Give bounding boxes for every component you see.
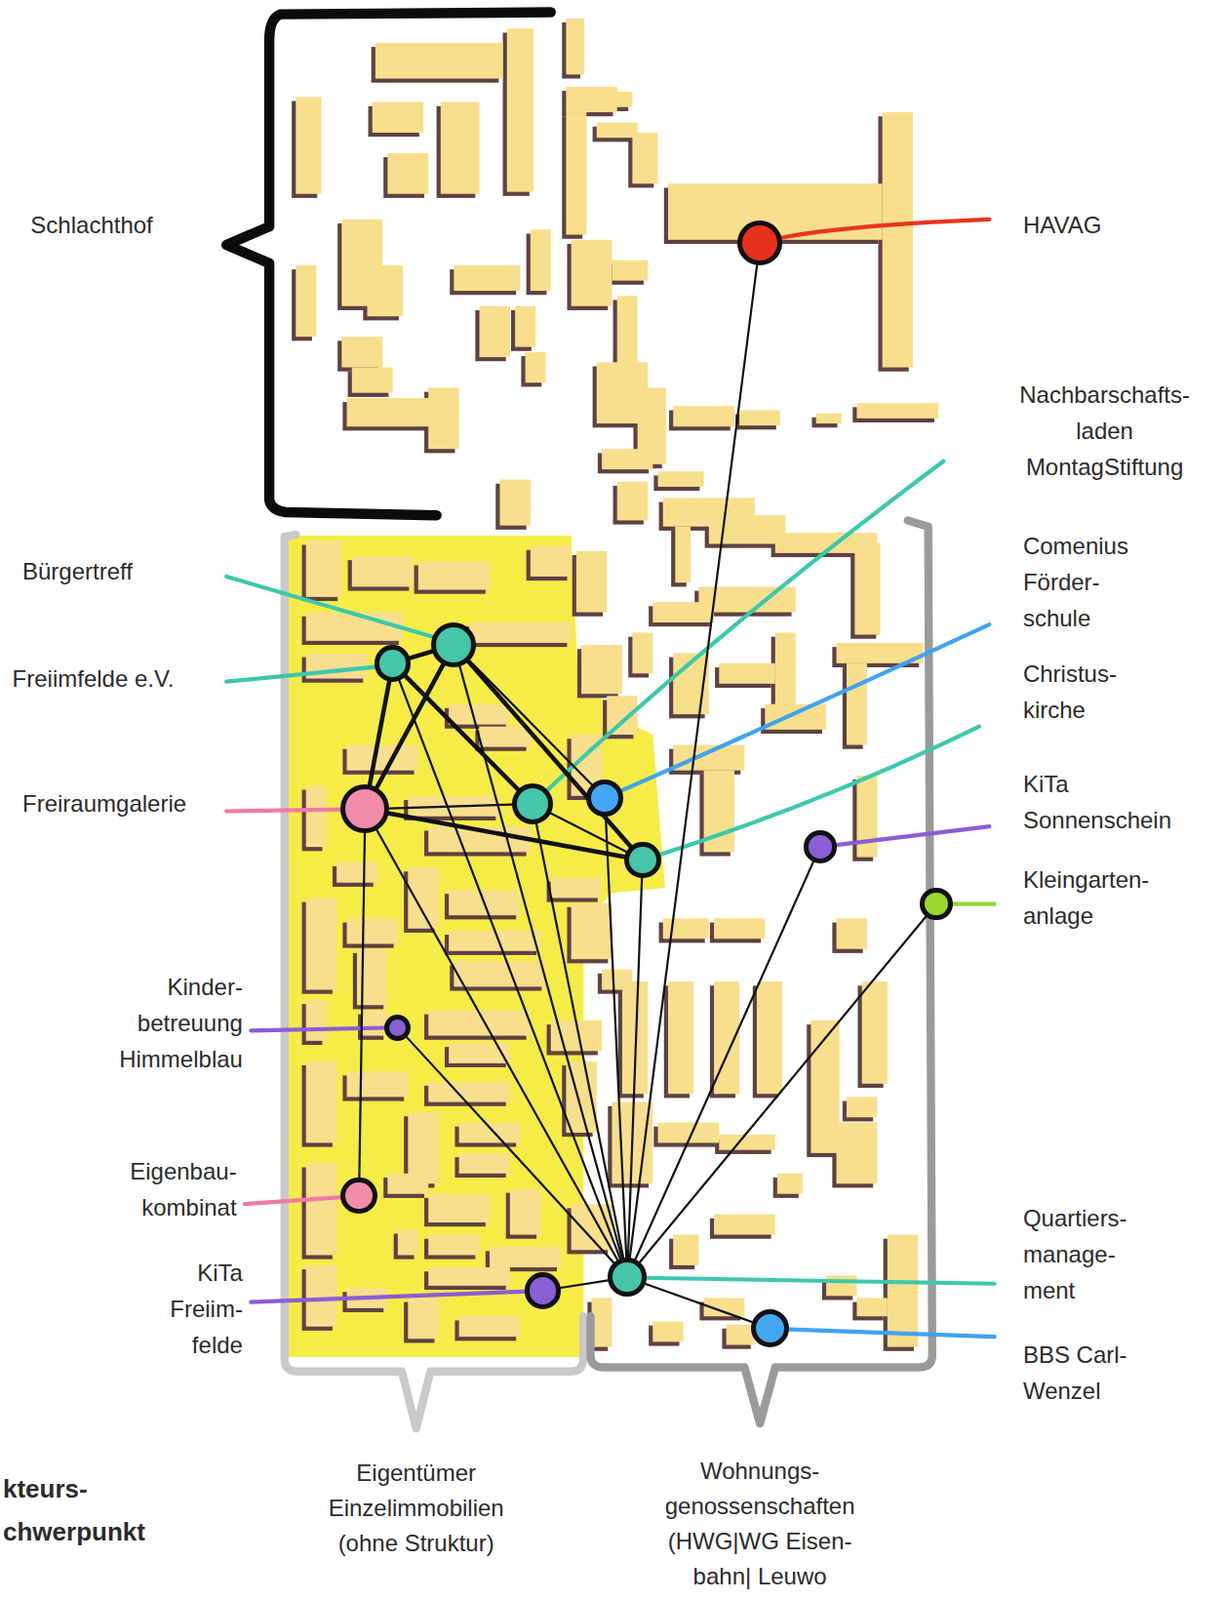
actor-node: Freiimfelde e.V. — [374, 644, 412, 682]
buildings — [295, 18, 939, 1347]
leader-line — [226, 576, 454, 643]
area-label: Eigentümer Einzelimmobilien (ohne Strukt… — [304, 1455, 529, 1561]
actor-label: Nachbarschafts- laden MontagStiftung — [1012, 376, 1198, 485]
connector — [470, 660, 593, 785]
actor-label: Eigenbau- kombinat — [110, 1152, 238, 1225]
leader-line — [770, 1328, 995, 1337]
connector — [634, 861, 814, 1260]
connector — [469, 661, 632, 846]
actor-label: Bürgertreff — [22, 553, 133, 590]
leader-line — [226, 665, 393, 682]
connector — [628, 877, 642, 1258]
actor-node: Quartiers- manage- ment — [607, 1257, 647, 1297]
actor-label: Comenius Förder- schule — [1023, 527, 1150, 636]
connector — [398, 679, 621, 1259]
connector — [645, 1283, 752, 1322]
actor-label: HAVAG — [1023, 206, 1102, 243]
actor-label: Freiraumgalerie — [22, 785, 187, 822]
leader-line — [532, 461, 944, 804]
actor-node: Bürgertreff — [431, 622, 476, 668]
actor-node: BBS Carl- Wenzel — [750, 1308, 791, 1348]
actor-node: Nachbarschafts- laden MontagStiftung — [512, 783, 554, 825]
actor-label: KiTa Freiim- felde — [145, 1254, 243, 1363]
connector — [560, 1279, 609, 1288]
connector — [630, 265, 758, 1259]
connector — [605, 816, 627, 1259]
actor-label: BBS Carl- Wenzel — [1023, 1336, 1150, 1409]
actor-node: Eigenbau- kombinat — [340, 1177, 378, 1215]
bracket-schlachthof — [226, 12, 552, 516]
actor-node: Kinder- betreuung Himmelblau — [384, 1014, 411, 1041]
actor-label: KiTa Sonnenschein — [1023, 765, 1180, 838]
leader-line — [604, 624, 989, 798]
connector — [389, 813, 625, 857]
actor-node: Kleingarten- anlage — [919, 887, 952, 920]
leader-line — [250, 1027, 398, 1030]
connector — [389, 804, 513, 809]
leader-line — [820, 826, 990, 847]
actor-node: HAVAG — [737, 220, 783, 266]
heading-fragment: kteurs- chwerpunkt — [2, 1466, 169, 1553]
leader-line — [250, 1290, 543, 1303]
connector — [406, 1036, 615, 1264]
actor-label: Freiimfelde e.V. — [12, 660, 175, 697]
actor-node: KiTa Freiim- felde — [524, 1271, 562, 1309]
actor-label: Kinder- betreuung Himmelblau — [106, 968, 243, 1077]
actor-node: KiTa Sonnenschein — [803, 829, 836, 863]
leader-line — [627, 1276, 994, 1283]
connector — [358, 832, 365, 1177]
connector — [639, 915, 927, 1263]
connector — [551, 813, 628, 852]
actor-label: Christus- kirche — [1023, 655, 1150, 728]
area-label: Wohnungs- genossenschaften (HWG|WG Eisen… — [647, 1453, 872, 1594]
actor-label: Quartiers- manage- ment — [1023, 1199, 1146, 1308]
leader-line — [759, 219, 989, 243]
actor-node: Comenius Förder- schule — [586, 779, 624, 817]
connector — [410, 651, 434, 659]
actor-label: Kleingarten- anlage — [1023, 861, 1180, 934]
area-label: Schlachthof — [30, 206, 153, 243]
bracket-cooperatives — [591, 519, 933, 1423]
actor-node: Christus- kirche — [624, 841, 662, 879]
